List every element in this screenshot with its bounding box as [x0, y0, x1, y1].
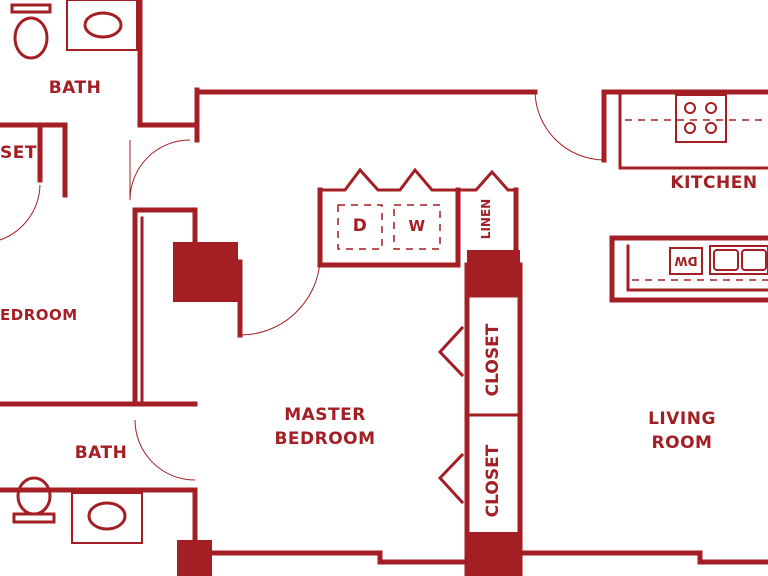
bath-bottom-fixtures: [12, 476, 143, 544]
label-closet-upper: CLOSET: [483, 323, 503, 397]
kitchen-island-inner: [626, 244, 768, 292]
kitchen-island-outer: [609, 235, 768, 303]
washer-outline: [393, 204, 441, 250]
wall-bath-bottom: [0, 487, 198, 548]
label-closet-left: SET: [0, 143, 37, 163]
burner-icon: [705, 102, 717, 114]
stove-icon: [675, 94, 727, 143]
toilet-top-tank: [10, 3, 52, 14]
burner-icon: [705, 122, 717, 134]
bath-top-fixtures: [10, 0, 138, 60]
door-swing-closet: [0, 184, 41, 241]
column-block-bottom-right: [467, 532, 520, 576]
column-block-closet: [467, 250, 520, 296]
label-washer: W: [408, 217, 426, 235]
sink-basin-icon: [713, 249, 739, 271]
toilet-top-bowl-icon: [13, 16, 49, 60]
dryer-outline: [337, 204, 383, 250]
wall-closet-left: [0, 122, 68, 198]
wall-master-bottom: [207, 550, 468, 565]
columns: [173, 242, 520, 576]
island-fixtures: [669, 245, 768, 275]
label-master-bedroom-line1: MASTER: [284, 405, 366, 425]
door-swings: [0, 91, 605, 481]
column-block-bottom: [177, 540, 212, 576]
label-master-bedroom-line2: BEDROOM: [274, 429, 376, 449]
column-block-left: [173, 242, 238, 302]
burner-icon: [684, 102, 696, 114]
label-living-room-line2: ROOM: [651, 433, 713, 453]
bath-top-vanity: [66, 0, 138, 51]
toilet-bottom-tank: [12, 512, 56, 524]
toilet-bottom-bowl-icon: [16, 476, 52, 516]
laundry-bifold-doors: [318, 167, 460, 192]
door-swing-master: [239, 261, 321, 336]
wall-corridor-top: [132, 207, 198, 245]
dashed-lines: [337, 119, 768, 281]
label-dryer: D: [352, 216, 368, 236]
kitchen-sink-icon: [709, 245, 768, 275]
burner-icon: [684, 122, 696, 134]
label-bedroom-left: EDROOM: [0, 306, 78, 324]
bath-bottom-vanity: [71, 492, 143, 544]
sink-basin-icon: [741, 249, 767, 271]
wall-living-bottom: [517, 550, 768, 565]
bath-top-sink: [83, 11, 123, 39]
closet-lower-door: [437, 452, 465, 505]
door-swing-top: [129, 139, 191, 201]
door-swing-bath: [134, 419, 196, 481]
wall-laundry: [317, 187, 461, 268]
bath-bottom-sink: [87, 501, 127, 531]
label-linen: LINEN: [479, 198, 493, 240]
stove-outline: [675, 94, 727, 143]
door-swing-kitchen: [534, 91, 605, 161]
closet-upper-door: [437, 325, 465, 378]
label-bath-top: BATH: [48, 78, 102, 98]
label-bath-bottom: BATH: [74, 443, 128, 463]
label-living-room-line1: LIVING: [648, 409, 716, 429]
linen-bifold: [456, 169, 518, 192]
label-closet-lower: CLOSET: [483, 444, 503, 518]
label-kitchen: KITCHEN: [670, 173, 758, 193]
kitchen-counter-top: [618, 90, 768, 170]
dishwasher-outline: [669, 247, 703, 275]
label-dishwasher: DW: [674, 254, 698, 268]
